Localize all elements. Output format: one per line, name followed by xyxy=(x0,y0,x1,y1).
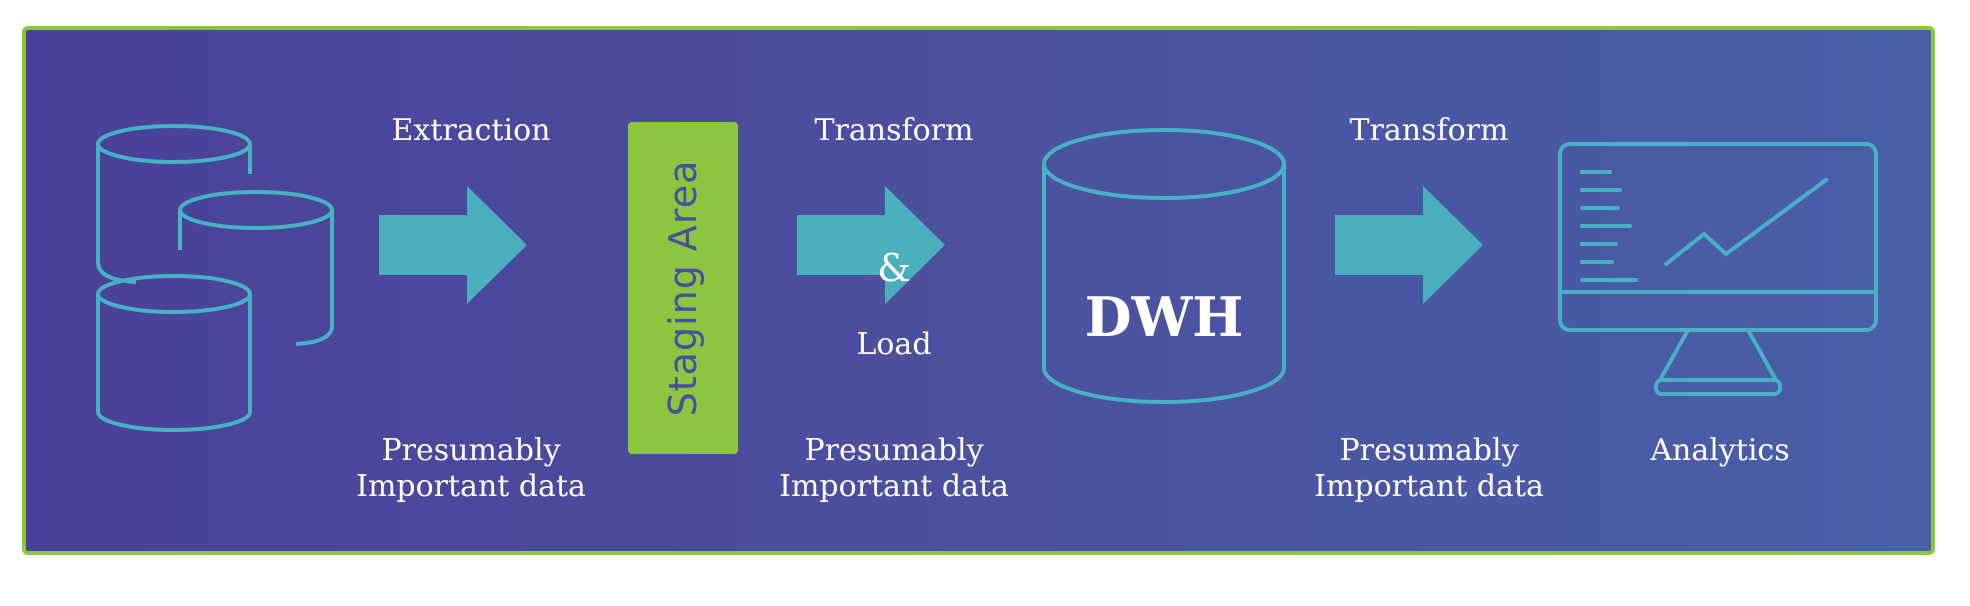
database-icon xyxy=(1042,128,1286,404)
transform-load-caption-line1: Presumably xyxy=(804,433,984,468)
transform-arrow-icon xyxy=(1335,186,1483,304)
dwh-label: DWH xyxy=(1084,285,1244,349)
database-stack-icon xyxy=(96,124,334,432)
transform-label: Transform xyxy=(1349,113,1509,148)
transform-caption-line2: Important data xyxy=(1314,469,1544,504)
transform-load-ampersand: & xyxy=(877,246,911,290)
extraction-arrow-icon xyxy=(379,186,527,304)
extraction-label: Extraction xyxy=(391,113,551,148)
transform-load-arrow-icon xyxy=(797,186,945,304)
etl-pipeline-diagram: Extraction Presumably Important data Sta… xyxy=(22,26,1935,555)
staging-area-box: Staging Area xyxy=(628,122,738,454)
extraction-caption-line1: Presumably xyxy=(381,433,561,468)
transform-load-caption-line2: Important data xyxy=(779,469,1009,504)
transform-caption-line1: Presumably xyxy=(1339,433,1519,468)
staging-area-label: Staging Area xyxy=(661,159,705,417)
monitor-chart-icon xyxy=(1558,142,1878,396)
analytics-label: Analytics xyxy=(1650,433,1790,468)
transform-load-label-bottom: Load xyxy=(856,327,932,362)
transform-load-label-top: Transform xyxy=(814,113,974,148)
extraction-caption-line2: Important data xyxy=(356,469,586,504)
